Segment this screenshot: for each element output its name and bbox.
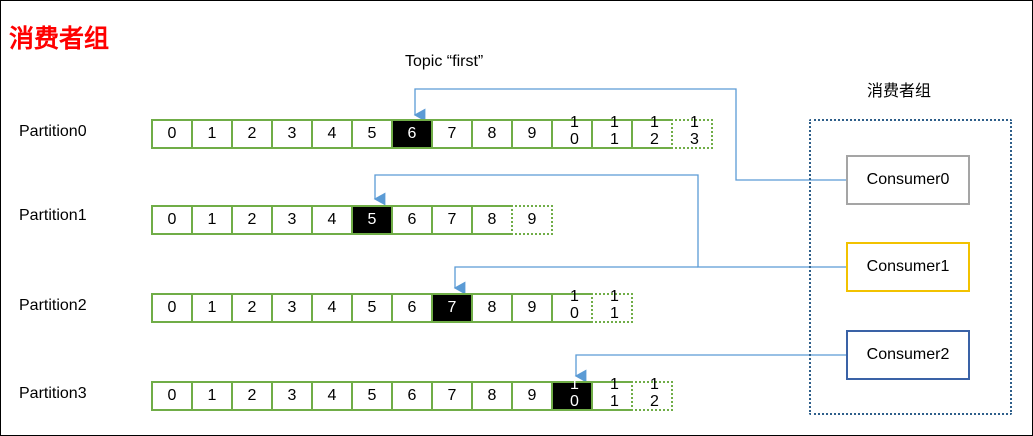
partition2-offset-5: 5	[351, 293, 393, 323]
partition3-offset-9: 9	[511, 381, 553, 411]
partition2-offset-3: 3	[271, 293, 313, 323]
consumer0-label: Consumer0	[866, 171, 950, 188]
partition1-offset-3: 3	[271, 205, 313, 235]
partition1-offset-1: 1	[191, 205, 233, 235]
consumer-group-box	[809, 119, 1012, 415]
partition1-label: Partition1	[19, 207, 87, 224]
partition1-offset-5: 5	[351, 205, 393, 235]
partition1-offset-0: 0	[151, 205, 193, 235]
partition3-offset-1: 1	[191, 381, 233, 411]
partition3-label: Partition3	[19, 385, 87, 402]
partition3-offset-8: 8	[471, 381, 513, 411]
connector-consumer0	[413, 88, 846, 181]
partition3-offset-6: 6	[391, 381, 433, 411]
connector-consumer2	[574, 354, 846, 383]
partition0-offset-6: 6	[391, 119, 433, 149]
consumer0-box: Consumer0	[846, 155, 970, 205]
partition0-label: Partition0	[19, 123, 87, 140]
partition3-offset-0: 0	[151, 381, 193, 411]
consumer2-box: Consumer2	[846, 330, 970, 380]
partition3-offset-5: 5	[351, 381, 393, 411]
consumer2-label: Consumer2	[866, 346, 950, 363]
partition0-offset-7: 7	[431, 119, 473, 149]
partition0-offset-9: 9	[511, 119, 553, 149]
partition0-offset-2: 2	[231, 119, 273, 149]
topic-label: Topic “first”	[405, 53, 484, 70]
partition2-offset-1: 1	[191, 293, 233, 323]
connector-consumer1-p1	[373, 174, 846, 268]
partition0-offset-4: 4	[311, 119, 353, 149]
partition3-offset-7: 7	[431, 381, 473, 411]
partition1-offset-4: 4	[311, 205, 353, 235]
partition2-offset-8: 8	[471, 293, 513, 323]
partition1-offset-9: 9	[511, 205, 553, 235]
consumer1-box: Consumer1	[846, 242, 970, 292]
partition1-offset-7: 7	[431, 205, 473, 235]
partition3-offset-4: 4	[311, 381, 353, 411]
partition0-offset-8: 8	[471, 119, 513, 149]
partition0-offset-5: 5	[351, 119, 393, 149]
partition1-offset-8: 8	[471, 205, 513, 235]
partition2-offset-4: 4	[311, 293, 353, 323]
consumer-group-title: 消费者组	[867, 81, 932, 100]
partition2-label: Partition2	[19, 297, 87, 314]
partition2-offset-6: 6	[391, 293, 433, 323]
partition3-offset-2: 2	[231, 381, 273, 411]
partition0-offset-0: 0	[151, 119, 193, 149]
partition1-offset-2: 2	[231, 205, 273, 235]
diagram-title: 消费者组	[9, 24, 110, 53]
partition0-offset-3: 3	[271, 119, 313, 149]
partition2-offset-0: 0	[151, 293, 193, 323]
partition1-offset-6: 6	[391, 205, 433, 235]
connector-consumer1-p2	[453, 266, 698, 295]
partition2-offset-9: 9	[511, 293, 553, 323]
partition2-offset-2: 2	[231, 293, 273, 323]
consumer1-label: Consumer1	[866, 258, 950, 275]
partition0-offset-1: 1	[191, 119, 233, 149]
partition2-offset-7: 7	[431, 293, 473, 323]
partition3-offset-3: 3	[271, 381, 313, 411]
